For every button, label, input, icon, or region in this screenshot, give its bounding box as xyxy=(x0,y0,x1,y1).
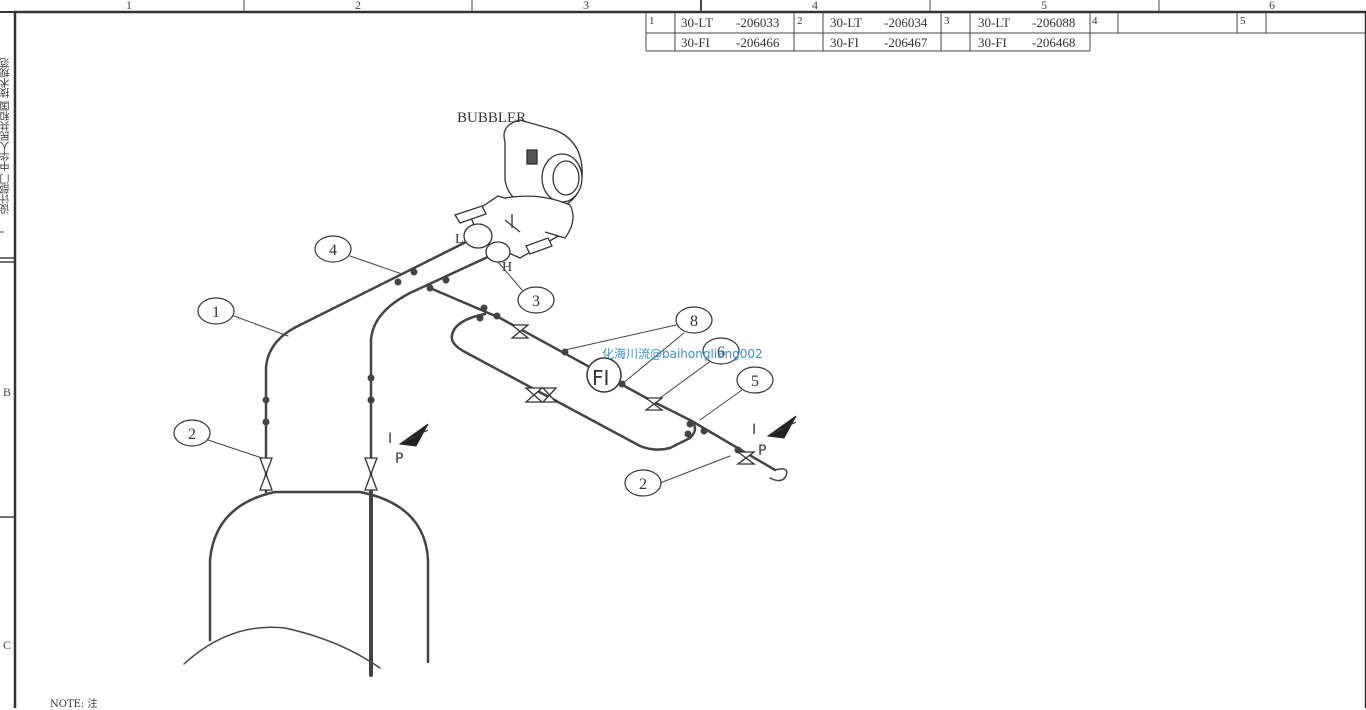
bubbler-title: BUBBLER xyxy=(457,110,526,126)
side-title-block: 设计部门 中华人民共和国 技术规范 xyxy=(1,57,12,214)
row-labels: B C xyxy=(3,385,11,652)
fi-instrument xyxy=(586,357,622,393)
column-label: 6 xyxy=(1269,0,1275,12)
leader-2a xyxy=(207,439,263,459)
top-ruler xyxy=(243,0,1160,12)
ip-symbol-right: I P xyxy=(752,415,797,459)
piping-diagram xyxy=(183,238,788,677)
svg-text:5: 5 xyxy=(751,373,759,390)
svg-text:I: I xyxy=(752,422,756,438)
valve-loop-lower-b xyxy=(541,387,558,403)
leader-1 xyxy=(233,315,289,337)
valve-fi xyxy=(644,397,664,411)
fi-label: FI xyxy=(592,366,609,390)
valve-high-root xyxy=(364,457,378,491)
port-low xyxy=(463,223,493,249)
balloon xyxy=(624,469,662,497)
svg-text:I: I xyxy=(388,431,392,447)
balloon xyxy=(314,235,352,263)
bubbler-transmitter xyxy=(454,119,583,263)
table-num: 5 xyxy=(1240,15,1246,27)
flow-loop-tubing xyxy=(428,286,697,451)
svg-text:2: 2 xyxy=(639,476,647,493)
table-code: -206466 xyxy=(736,35,780,50)
leader-6 xyxy=(659,359,713,399)
table-code: -206033 xyxy=(736,15,780,30)
vessel-outline xyxy=(208,490,430,664)
balloon xyxy=(173,419,211,447)
leader-8a xyxy=(564,324,677,351)
column-label: 4 xyxy=(812,0,818,12)
table-code: -206468 xyxy=(1032,35,1076,50)
vessel-break-line xyxy=(183,626,381,669)
leader-4 xyxy=(349,255,403,275)
low-side-tubing xyxy=(264,238,472,494)
instrument-table xyxy=(645,12,1366,52)
column-label: 3 xyxy=(583,0,589,12)
balloon xyxy=(197,297,235,325)
svg-text:P: P xyxy=(758,443,766,459)
watermark: 化海川流@baihongliang002 xyxy=(602,347,763,361)
column-label: 2 xyxy=(355,0,361,12)
table-code: -206088 xyxy=(1032,15,1076,30)
table-code: -206034 xyxy=(884,15,928,30)
column-labels: 1 2 3 4 5 6 xyxy=(126,0,1275,12)
balloon xyxy=(517,286,555,314)
svg-text:2: 2 xyxy=(188,426,196,443)
column-label: 1 xyxy=(126,0,132,12)
vent-right xyxy=(525,237,553,255)
table-tag: 30-FI xyxy=(830,35,859,50)
table-tag: 30-FI xyxy=(681,35,710,50)
row-label: C xyxy=(3,638,11,652)
svg-text:P: P xyxy=(395,451,403,467)
svg-text:1: 1 xyxy=(212,304,220,321)
table-num: 4 xyxy=(1092,15,1098,27)
table-num: 2 xyxy=(797,15,803,27)
column-label: 5 xyxy=(1041,0,1047,12)
leader-2b xyxy=(659,455,731,484)
port-low-label: L xyxy=(455,232,464,247)
svg-text:6: 6 xyxy=(717,344,725,361)
table-tag: 30-FI xyxy=(978,35,1007,50)
table-tag: 30-LT xyxy=(978,15,1011,30)
table-num: 3 xyxy=(944,15,950,27)
table-tag: 30-LT xyxy=(830,15,863,30)
left-strip xyxy=(0,231,15,518)
valve-supply xyxy=(736,451,756,465)
valve-low-root xyxy=(259,457,273,491)
svg-text:3: 3 xyxy=(532,293,540,310)
svg-text:4: 4 xyxy=(329,242,337,259)
balloon-numbers: 4 1 3 2 8 6 5 2 xyxy=(188,242,759,493)
valve-loop-upper xyxy=(510,324,530,339)
balloons xyxy=(173,235,774,497)
leader-5 xyxy=(699,389,743,421)
valve-loop-lower xyxy=(524,387,544,403)
vent-left xyxy=(454,205,487,224)
table-code: -206467 xyxy=(884,35,928,50)
high-side-tubing xyxy=(369,253,494,494)
note-label: NOTE: 注 xyxy=(50,699,98,710)
port-high xyxy=(485,241,511,263)
balloon xyxy=(675,306,713,334)
balloon xyxy=(736,366,774,394)
ip-symbol-left: I P xyxy=(388,423,429,467)
row-label: B xyxy=(3,385,11,399)
valves xyxy=(259,324,756,491)
svg-text:8: 8 xyxy=(690,313,698,330)
leader-8b xyxy=(621,332,685,385)
supply-end xyxy=(769,468,788,482)
port-high-label: H xyxy=(502,260,512,275)
balloon xyxy=(702,337,740,365)
table-tag: 30-LT xyxy=(681,15,714,30)
table-num: 1 xyxy=(649,15,655,27)
